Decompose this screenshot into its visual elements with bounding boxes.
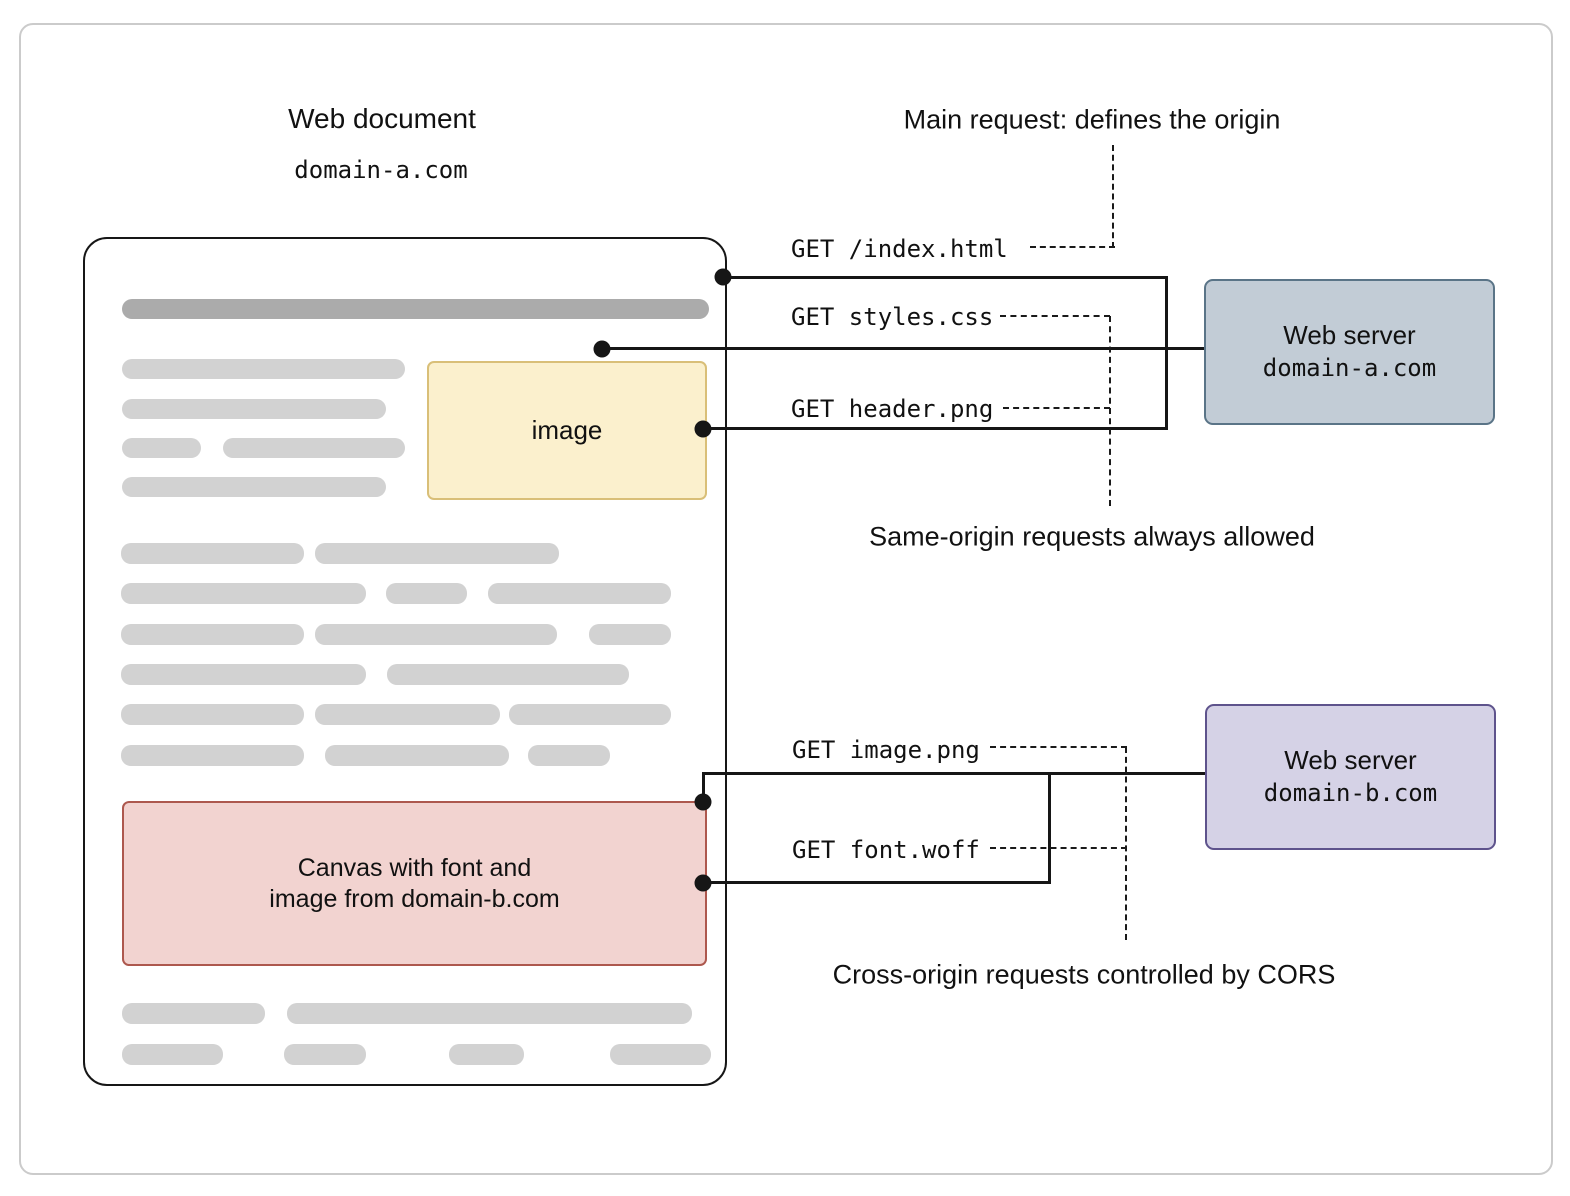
leader-image-png-dash (990, 746, 1127, 748)
server-b-title: Web server (1284, 745, 1417, 775)
request-label-header-png: GET header.png (791, 395, 994, 423)
text-placeholder-bar (122, 1003, 265, 1024)
text-placeholder-bar (122, 477, 386, 497)
anchor-dot-styles-css (593, 340, 611, 358)
web-server-domain-a-box: Web server domain-a.com (1204, 279, 1495, 425)
leader-styles-css-dash (1000, 315, 1110, 317)
server-a-domain: domain-a.com (1262, 354, 1437, 382)
text-placeholder-bar (121, 745, 304, 766)
server-a-title: Web server (1283, 320, 1416, 350)
anchor-dot-index-html (714, 268, 732, 286)
text-placeholder-bar (284, 1044, 366, 1065)
web-server-domain-b-box: Web server domain-b.com (1205, 704, 1496, 850)
text-placeholder-bar (121, 543, 304, 564)
text-placeholder-bar (122, 1044, 223, 1065)
web-document-title: Web document (288, 103, 476, 134)
text-placeholder-bar (315, 624, 557, 645)
text-placeholder-bar (121, 583, 366, 604)
text-placeholder-bar (315, 543, 559, 564)
embedded-image-label: image (531, 415, 603, 445)
connector-header-png-line (703, 427, 1166, 430)
same-origin-annotation: Same-origin requests always allowed (869, 521, 1315, 552)
leader-same-origin-dash (1109, 316, 1111, 506)
connector-image-png-riser (702, 772, 705, 802)
leader-cross-origin-dash (1125, 747, 1127, 940)
main-request-annotation: Main request: defines the origin (903, 104, 1281, 135)
anchor-dot-font-woff (694, 874, 712, 892)
web-document-domain: domain-a.com (294, 156, 468, 184)
text-placeholder-bar (122, 359, 405, 379)
text-placeholder-bar (509, 704, 671, 725)
request-label-image-png: GET image.png (792, 736, 980, 764)
request-label-index-html: GET /index.html (791, 235, 1008, 263)
canvas-label-line2: image from domain-b.com (269, 884, 560, 913)
server-b-domain: domain-b.com (1263, 779, 1438, 807)
connector-styles-css-line (602, 347, 1205, 350)
leader-main-request-dash (1112, 145, 1114, 248)
text-placeholder-bar (121, 664, 366, 685)
canvas-box: Canvas with font and image from domain-b… (122, 801, 707, 966)
connector-font-woff-line (703, 881, 1051, 884)
text-placeholder-bar (589, 624, 671, 645)
connector-index-html-line (723, 276, 1167, 279)
request-label-styles-css: GET styles.css (791, 303, 994, 331)
text-placeholder-bar (121, 624, 304, 645)
connector-image-png-line (702, 772, 1206, 775)
text-placeholder-bar (449, 1044, 524, 1065)
request-label-font-woff: GET font.woff (792, 836, 980, 864)
text-placeholder-bar (325, 745, 509, 766)
text-placeholder-bar (122, 399, 386, 419)
connector-join-line-a (1165, 276, 1168, 430)
text-placeholder-bar (223, 438, 405, 458)
text-placeholder-bar (488, 583, 671, 604)
anchor-dot-header-png (694, 420, 712, 438)
text-placeholder-bar (287, 1003, 692, 1024)
text-placeholder-bar (122, 299, 709, 319)
connector-join-line-b (1048, 772, 1051, 884)
cross-origin-annotation: Cross-origin requests controlled by CORS (832, 959, 1336, 990)
leader-index-html-dash (1030, 246, 1115, 248)
text-placeholder-bar (528, 745, 610, 766)
text-placeholder-bar (122, 438, 201, 458)
canvas-label-line1: Canvas with font and (297, 853, 532, 882)
text-placeholder-bar (315, 704, 500, 725)
text-placeholder-bar (610, 1044, 711, 1065)
embedded-image-box: image (427, 361, 707, 500)
text-placeholder-bar (386, 583, 467, 604)
leader-header-png-dash (1003, 407, 1110, 409)
anchor-dot-image-png (694, 793, 712, 811)
text-placeholder-bar (121, 704, 304, 725)
text-placeholder-bar (387, 664, 629, 685)
leader-font-woff-dash (990, 847, 1127, 849)
